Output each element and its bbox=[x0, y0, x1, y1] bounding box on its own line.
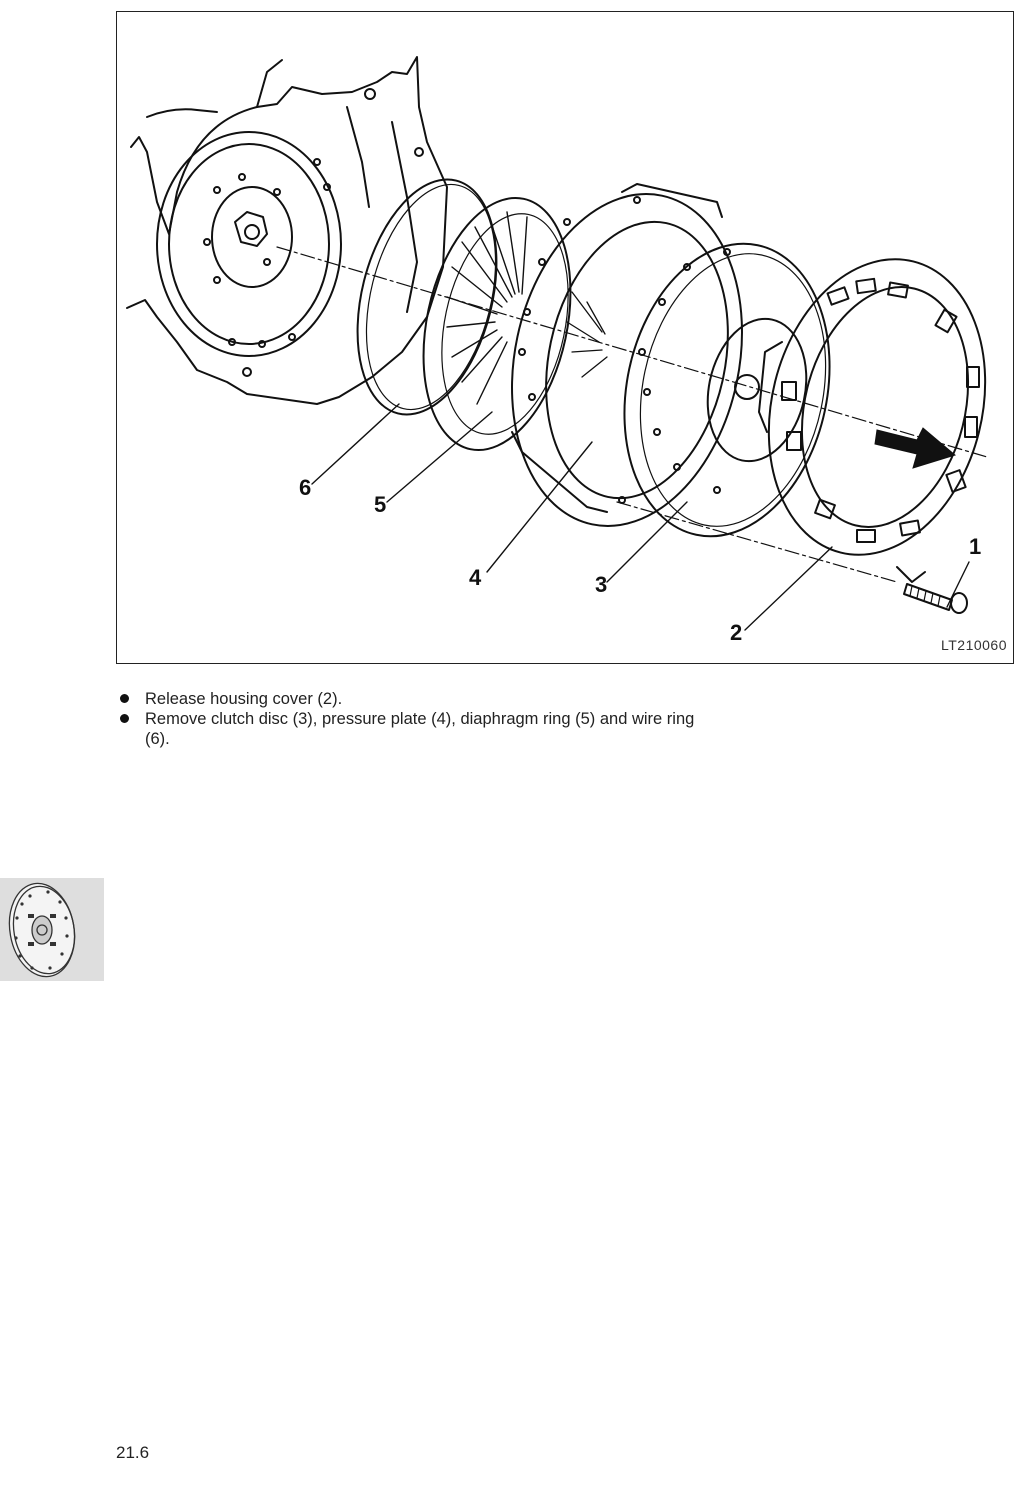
figure-frame: 1 2 3 4 5 6 LT210060 bbox=[116, 11, 1014, 664]
flywheel-housing bbox=[126, 56, 448, 405]
diaphragm-ring-5 bbox=[422, 196, 572, 452]
flywheel bbox=[156, 131, 342, 357]
callout-2: 2 bbox=[730, 620, 742, 645]
callout-3: 3 bbox=[595, 572, 607, 597]
leader-lines bbox=[311, 403, 970, 631]
instruction-item: Remove clutch disc (3), pressure plate (… bbox=[118, 709, 718, 749]
instruction-text: Remove clutch disc (3), pressure plate (… bbox=[145, 710, 695, 748]
bullet-dot-icon bbox=[120, 694, 129, 703]
page-number: 21.6 bbox=[116, 1443, 150, 1462]
exploded-clutch-illustration: 1 2 3 4 5 6 bbox=[126, 56, 988, 645]
figure-code: LT210060 bbox=[940, 637, 1007, 653]
assembly-axis-line bbox=[276, 246, 988, 458]
housing-cover-2 bbox=[758, 258, 987, 583]
callout-5: 5 bbox=[374, 492, 386, 517]
removal-direction-arrow-icon bbox=[874, 427, 957, 469]
section-tab bbox=[0, 878, 104, 981]
callout-1: 1 bbox=[969, 534, 981, 559]
wire-ring-6 bbox=[356, 178, 498, 416]
callout-6: 6 bbox=[299, 475, 311, 500]
bullet-dot-icon bbox=[120, 714, 129, 723]
clutch-disc-icon bbox=[8, 882, 76, 978]
callout-4: 4 bbox=[469, 565, 482, 590]
instruction-text: Release housing cover (2). bbox=[145, 690, 343, 708]
bolt-1 bbox=[903, 583, 968, 614]
instruction-item: Release housing cover (2). bbox=[118, 689, 718, 709]
instruction-list: Release housing cover (2). Remove clutch… bbox=[118, 689, 718, 749]
